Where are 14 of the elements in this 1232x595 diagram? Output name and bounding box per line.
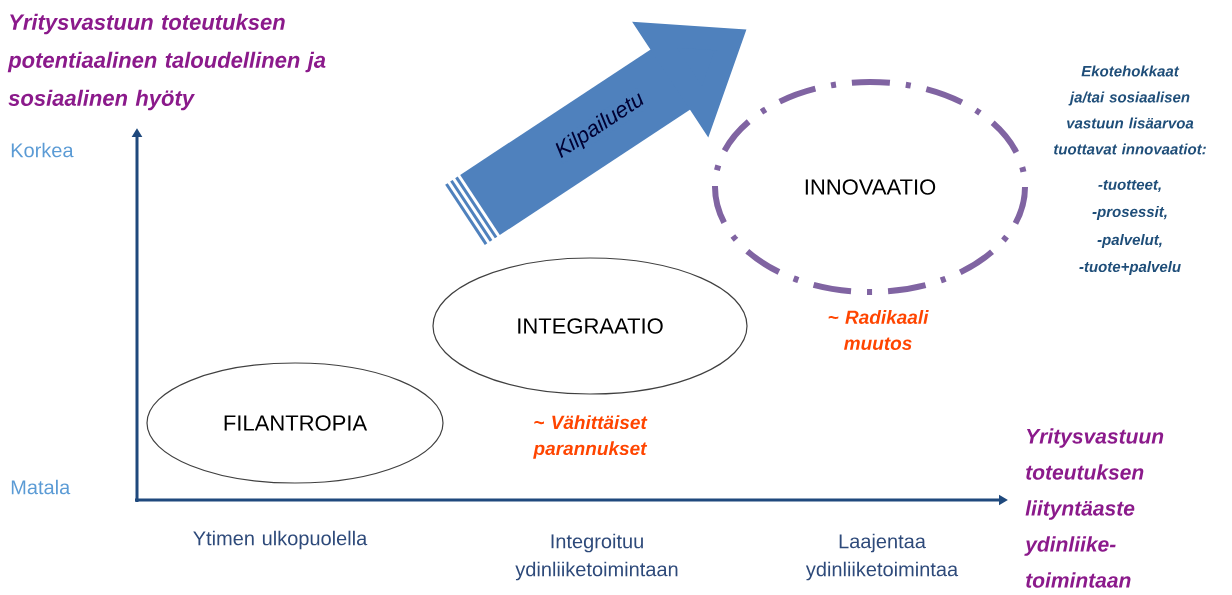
axis-level-label: Matala — [11, 479, 71, 495]
list-item: -tuotteet, — [1098, 179, 1161, 193]
note-text: Ekotehokkaat ja/tai sosiaalisen vastuun lisäarvoa tuottavat innovaatiot: — [1053, 65, 1206, 155]
category-label: Integroituu ydinliiketoimintaan — [515, 533, 678, 581]
axis-title: Yritysvastuun toteutuksen potentiaalinen taloudellinen ja sosiaalinen hyöty — [7, 13, 326, 111]
category-label: Laajentaa ydinliiketoimintaa — [805, 533, 959, 581]
note-text: ~ Vähittäiset parannukset — [533, 415, 648, 459]
axis-title: Yritysvastuun toteutuksen liityntäaste ydinliike-toimintaan — [1024, 428, 1164, 588]
category-label: Ytimen ulkopuolella — [193, 530, 368, 550]
list-item: -palvelut, — [1097, 234, 1162, 248]
list-item: -prosessit, — [1092, 206, 1167, 220]
axis-level-label: Korkea — [11, 142, 74, 158]
note-text: ~ Radikaali muutos — [828, 310, 929, 350]
list-item: -tuote+palvelu — [1079, 261, 1181, 275]
